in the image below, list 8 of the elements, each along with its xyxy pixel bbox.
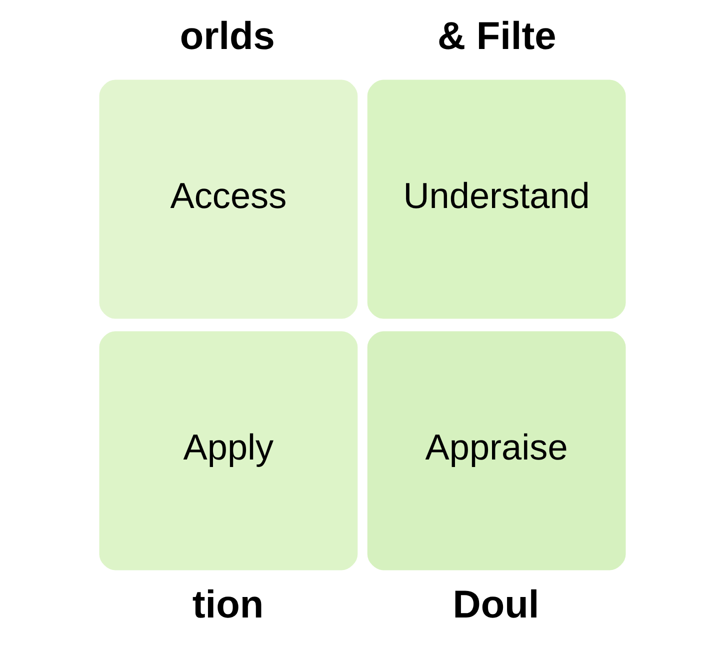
- label: tion: [192, 583, 264, 626]
- label: orlds: [180, 15, 275, 58]
- node-box: Access: [98, 78, 360, 320]
- node-box: Appraise: [366, 330, 628, 572]
- node-box: Apply: [98, 330, 360, 572]
- node-box: Understand: [366, 78, 628, 320]
- label: & Filte: [438, 15, 556, 58]
- label: Doul: [452, 583, 540, 626]
